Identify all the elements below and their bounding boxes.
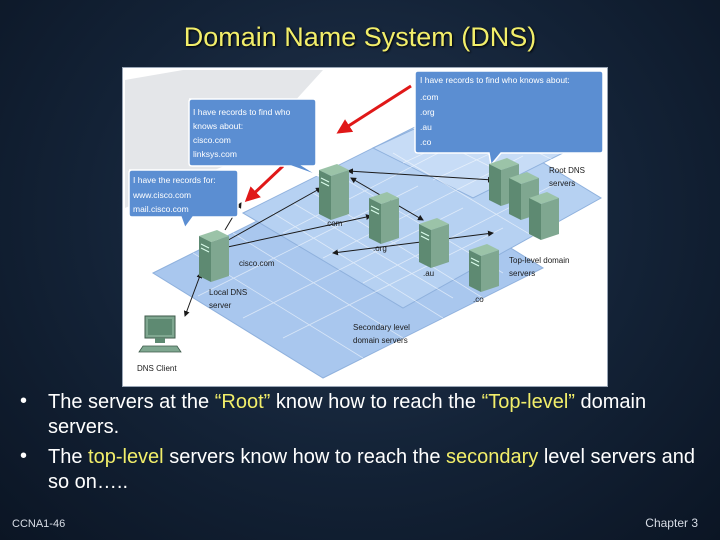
bullet-2-top-level-highlight: top-level: [88, 446, 164, 468]
label-root-line-1: Root DNS: [549, 166, 585, 175]
bullet-2-part-3: servers know how to reach the: [163, 446, 446, 468]
server-co: [469, 244, 499, 292]
label-com: .com: [325, 219, 343, 228]
bubble-com-line-1: I have records to find who: [193, 107, 291, 117]
label-cisco: cisco.com: [239, 259, 275, 268]
label-root-line-2: servers: [549, 179, 575, 188]
bubble-root: I have records to find who knows about: …: [414, 70, 604, 167]
dns-client-computer-icon: [138, 315, 182, 353]
bullet-2-part-1: The: [48, 446, 89, 468]
bullet-1-root-highlight: “Root”: [214, 391, 271, 413]
label-local-line-1: Local DNS: [209, 288, 247, 297]
dns-diagram: I have records to find who knows about: …: [122, 67, 608, 387]
label-secondary-line-2: domain servers: [353, 336, 408, 345]
bullet-dot-icon: •: [20, 390, 28, 412]
label-tld-line-2: servers: [509, 269, 535, 278]
bullet-item-2: • The top-level servers know how to reac…: [16, 445, 706, 495]
bubble-root-line-5: .co: [420, 137, 432, 147]
dns-diagram-svg: I have records to find who knows about: …: [123, 68, 607, 386]
bullet-2-part-5: level servers and so on…..: [48, 446, 696, 493]
label-local-line-2: server: [209, 301, 232, 310]
server-local: [199, 230, 229, 282]
slide-title: Domain Name System (DNS): [183, 22, 537, 52]
bubble-local: I have the records for: www.cisco.com ma…: [128, 169, 239, 230]
bullet-1-part-1: The servers at the: [48, 391, 215, 413]
bubble-root-line-3: .org: [420, 107, 435, 117]
bullet-dot-icon: •: [20, 445, 28, 467]
bullet-2-secondary-highlight: secondary: [446, 446, 539, 468]
bullet-1-top-level-highlight: “Top-level”: [481, 391, 575, 413]
footer-slide-id: CCNA1-46: [12, 518, 66, 530]
bubble-local-line-2: www.cisco.com: [132, 190, 191, 200]
label-org: .org: [373, 244, 387, 253]
server-au: [419, 218, 449, 268]
server-org: [369, 192, 399, 244]
label-dns-client: DNS Client: [137, 364, 177, 373]
bullet-1-part-5: domain servers.: [48, 391, 647, 438]
bubble-root-line-1: I have records to find who knows about:: [420, 75, 570, 85]
bubble-root-line-4: .au: [420, 122, 432, 132]
label-co: .co: [473, 295, 484, 304]
server-com: [319, 164, 349, 220]
server-root-3: [529, 192, 559, 240]
bubble-root-line-2: .com: [420, 92, 438, 102]
label-tld-line-1: Top-level domain: [509, 256, 569, 265]
label-au: .au: [423, 269, 434, 278]
bullet-item-1: • The servers at the “Root” know how to …: [16, 390, 706, 440]
footer-chapter: Chapter 3: [645, 516, 698, 530]
bubble-com-line-2: knows about:: [193, 121, 243, 131]
bubble-local-line-1: I have the records for:: [133, 175, 216, 185]
red-arrows: [244, 84, 412, 203]
bubble-local-line-3: mail.cisco.com: [133, 204, 189, 214]
bubble-com: I have records to find who knows about: …: [188, 98, 320, 177]
bullet-1-part-3: know how to reach the: [270, 391, 482, 413]
bubble-com-line-4: linksys.com: [193, 149, 237, 159]
bubble-com-line-3: cisco.com: [193, 135, 231, 145]
label-secondary-line-1: Secondary level: [353, 323, 410, 332]
bullet-list: • The servers at the “Root” know how to …: [16, 390, 706, 500]
